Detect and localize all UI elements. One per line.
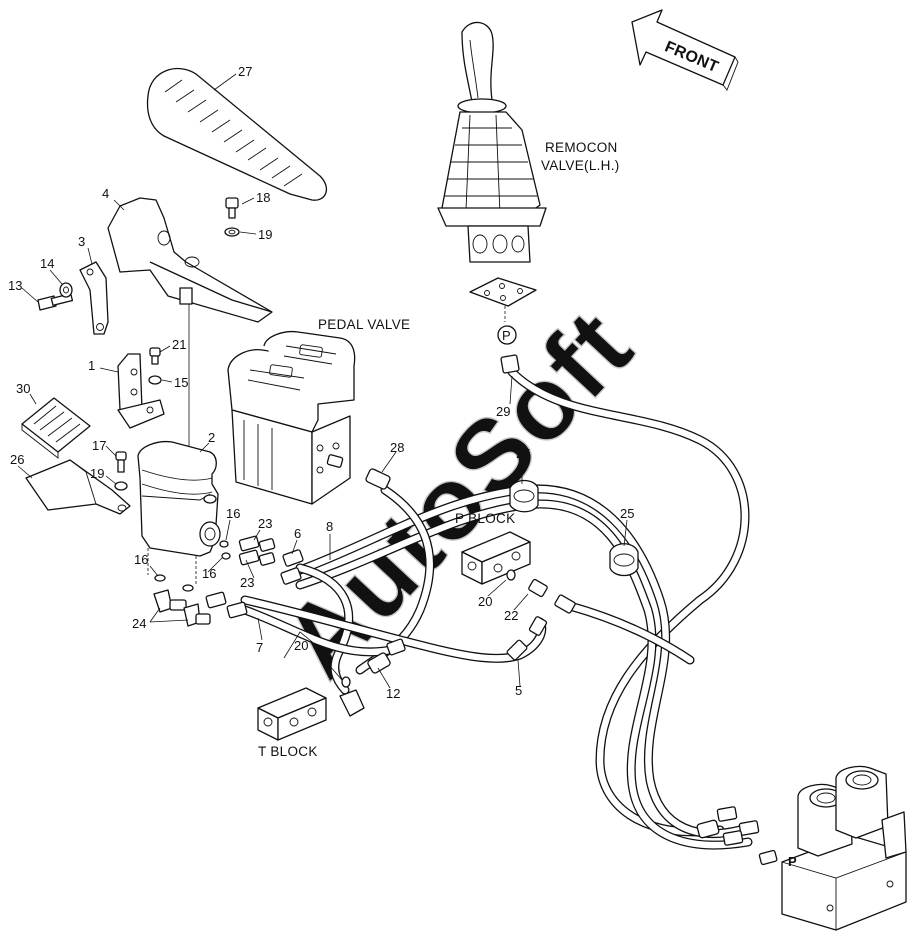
remocon-valve: REMOCON VALVE(L.H.) xyxy=(437,21,620,322)
callout-7: 7 xyxy=(256,640,263,655)
washer-19-lower xyxy=(114,481,128,491)
p-block-label: P BLOCK xyxy=(455,511,515,526)
port-p-marker: P xyxy=(497,325,517,345)
callout-4: 4 xyxy=(102,186,109,201)
bracket-1 xyxy=(117,353,165,429)
p-block: P BLOCK xyxy=(455,511,531,585)
lever-3 xyxy=(79,261,109,335)
callout-25-a: 25 xyxy=(516,446,530,461)
front-arrow-icon: FRONT xyxy=(631,9,739,91)
o-rings-16 xyxy=(154,540,231,592)
elbow-t xyxy=(339,689,365,717)
washer-19-top xyxy=(224,227,240,237)
callout-26: 26 xyxy=(10,452,24,467)
callout-17: 17 xyxy=(92,438,106,453)
callout-29: 29 xyxy=(496,404,510,419)
port-p-valve-label: P xyxy=(788,854,797,869)
pedal-valve-2 xyxy=(137,440,221,585)
callout-5: 5 xyxy=(515,683,522,698)
callout-27: 27 xyxy=(238,64,252,79)
callout-20-t: 20 xyxy=(294,638,308,653)
pedal-valve-label: PEDAL VALVE xyxy=(318,317,410,332)
callout-16-c: 16 xyxy=(134,552,148,567)
o-ring-20-p xyxy=(506,569,516,581)
hose-clamps xyxy=(509,479,639,577)
callout-2: 2 xyxy=(208,430,215,445)
bolt-13 xyxy=(37,293,74,311)
remocon-label-line2: VALVE(L.H.) xyxy=(541,158,620,173)
control-valve: P xyxy=(781,765,907,931)
bolt-17 xyxy=(115,451,127,473)
callout-25-b: 25 xyxy=(620,506,634,521)
remocon-label-line1: REMOCON xyxy=(545,140,618,155)
callout-21: 21 xyxy=(172,337,186,352)
pedal-27 xyxy=(146,67,328,201)
callout-14: 14 xyxy=(40,256,54,271)
t-block: T BLOCK xyxy=(257,687,327,759)
hoses xyxy=(240,367,753,850)
pedal-valve-main: PEDAL VALVE xyxy=(227,317,410,505)
port-p-circle-label: P xyxy=(502,328,511,343)
o-ring-20-t xyxy=(341,676,351,688)
fittings-23 xyxy=(238,535,276,566)
leader-lines xyxy=(17,73,628,689)
callout-8: 8 xyxy=(326,519,333,534)
callout-numbers: 27 4 18 19 3 14 13 21 1 15 30 2 17 19 26… xyxy=(8,64,634,701)
bracket-4 xyxy=(107,197,273,452)
callout-18: 18 xyxy=(256,190,270,205)
callout-24: 24 xyxy=(132,616,146,631)
callout-13: 13 xyxy=(8,278,22,293)
callout-15: 15 xyxy=(174,375,188,390)
t-block-label: T BLOCK xyxy=(258,744,318,759)
footrest-26 xyxy=(25,459,131,515)
callout-28: 28 xyxy=(390,440,404,455)
callout-22: 22 xyxy=(504,608,518,623)
washer-15 xyxy=(148,375,162,385)
callout-12: 12 xyxy=(386,686,400,701)
callout-16-a: 16 xyxy=(226,506,240,521)
callout-19-top: 19 xyxy=(258,227,272,242)
callout-6: 6 xyxy=(294,526,301,541)
callout-1: 1 xyxy=(88,358,95,373)
pad-30 xyxy=(21,397,91,459)
callout-3: 3 xyxy=(78,234,85,249)
callout-19-lower: 19 xyxy=(90,466,104,481)
bolt-18 xyxy=(225,197,239,219)
callout-16-b: 16 xyxy=(202,566,216,581)
callout-23-a: 23 xyxy=(258,516,272,531)
washer-14 xyxy=(59,282,73,298)
callout-30: 30 xyxy=(16,381,30,396)
callout-23-b: 23 xyxy=(240,575,254,590)
callout-20-p: 20 xyxy=(478,594,492,609)
bolt-21 xyxy=(149,347,161,365)
